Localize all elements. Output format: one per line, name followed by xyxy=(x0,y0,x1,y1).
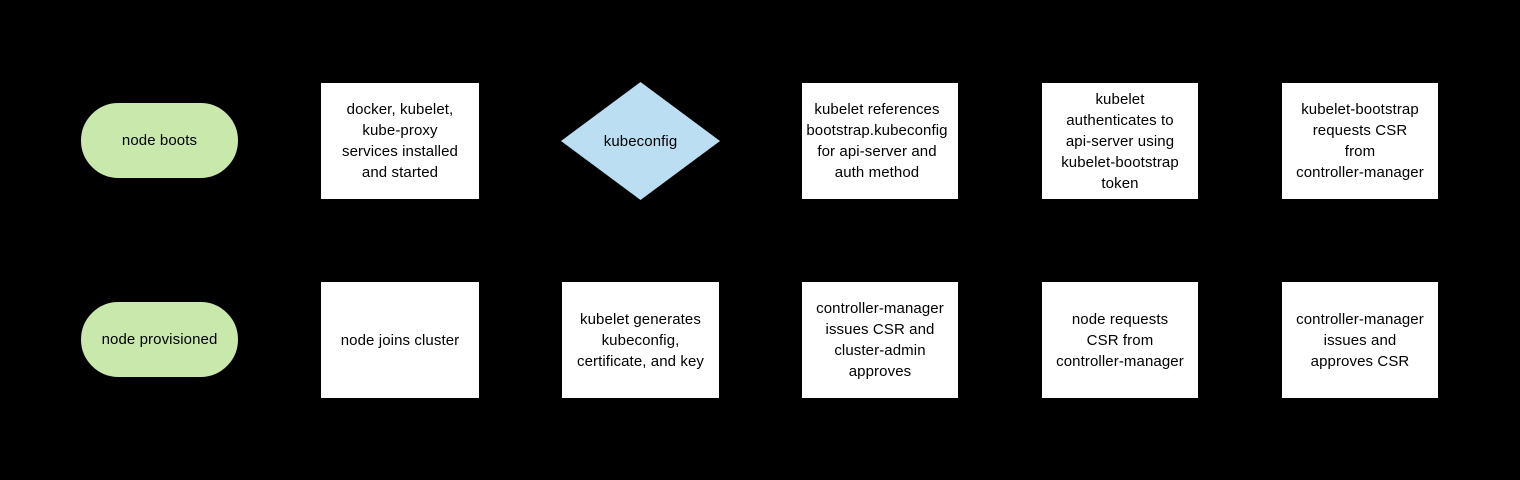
flow-node-node-boots[interactable]: node boots xyxy=(81,103,238,178)
flow-node-label: kubelet-bootstrap requests CSR from cont… xyxy=(1296,101,1424,181)
flow-node-label: kubeconfig xyxy=(603,132,678,150)
flow-node-label: node provisioned xyxy=(101,331,218,348)
flow-node-kubelet-generates[interactable]: kubelet generates kubeconfig, certificat… xyxy=(561,281,720,399)
flow-node-label: docker, kubelet, kube-proxy services ins… xyxy=(341,101,458,181)
flow-node-node-joins-cluster[interactable]: node joins cluster xyxy=(320,281,480,399)
flow-node-kubelet-references-bootstrap[interactable]: kubelet references bootstrap.kubeconfig … xyxy=(801,82,959,200)
flow-node-kubelet-authenticates[interactable]: kubelet authenticates to api-server usin… xyxy=(1041,82,1199,200)
flow-node-label: node boots xyxy=(121,132,198,149)
flow-node-label: node requests CSR from controller-manage… xyxy=(1056,310,1184,370)
flow-node-label: kubelet generates kubeconfig, certificat… xyxy=(576,310,705,370)
flow-node-node-provisioned[interactable]: node provisioned xyxy=(81,302,238,377)
flow-node-label: node joins cluster xyxy=(340,331,460,349)
flow-node-label: controller-manager issues CSR and cluste… xyxy=(816,300,944,380)
flow-node-cm-issues-csr[interactable]: controller-manager issues CSR and cluste… xyxy=(801,281,959,399)
flow-node-services-installed[interactable]: docker, kubelet, kube-proxy services ins… xyxy=(320,82,480,200)
flow-node-node-requests-csr[interactable]: node requests CSR from controller-manage… xyxy=(1041,281,1199,399)
flow-node-kubeconfig-decision[interactable]: kubeconfig xyxy=(561,82,720,200)
flow-node-cm-issues-approves[interactable]: controller-manager issues and approves C… xyxy=(1281,281,1439,399)
flow-node-label: kubelet references bootstrap.kubeconfig … xyxy=(806,101,948,181)
flow-node-bootstrap-requests-csr[interactable]: kubelet-bootstrap requests CSR from cont… xyxy=(1281,82,1439,200)
flow-node-label: kubelet authenticates to api-server usin… xyxy=(1061,90,1179,192)
flow-node-label: controller-manager issues and approves C… xyxy=(1296,310,1424,370)
